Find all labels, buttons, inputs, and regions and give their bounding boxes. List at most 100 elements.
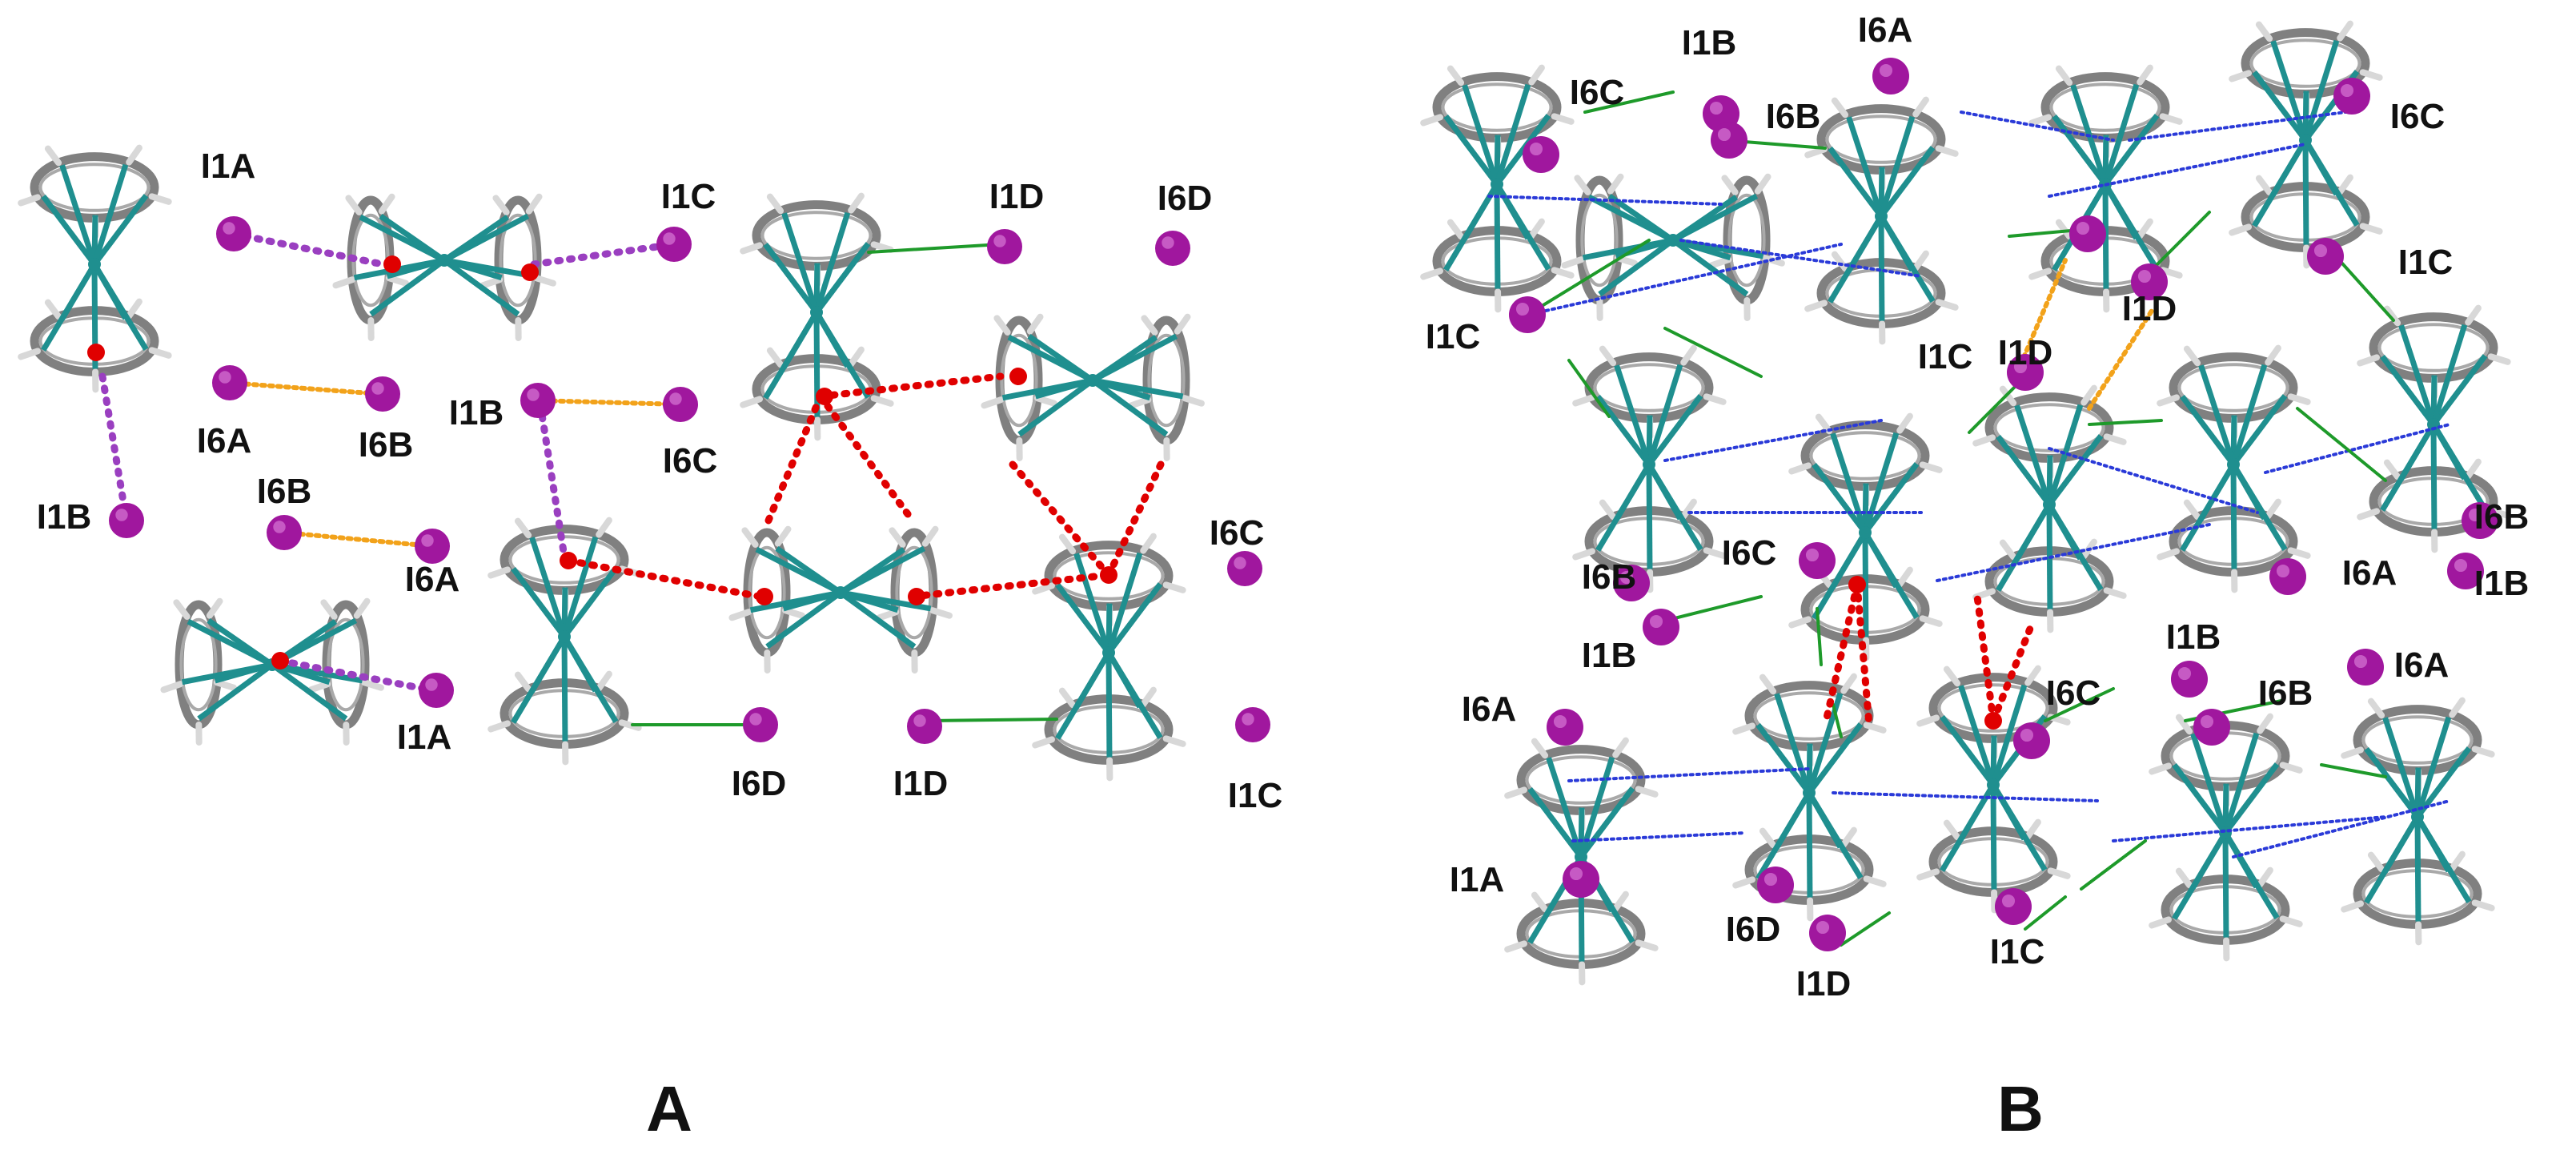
iodine-highlight <box>1162 236 1174 249</box>
fe-c-bond <box>2180 395 2236 467</box>
fe-c-bond <box>2190 831 2229 890</box>
fe-c-bond <box>1106 582 1163 655</box>
fe-c-bond <box>1774 791 1812 850</box>
fe-c-bond <box>2230 463 2267 521</box>
iodine-highlight <box>2137 269 2152 283</box>
iodine-highlight <box>2076 221 2090 235</box>
c-h-bond <box>1420 267 1444 280</box>
c-h-bond <box>618 719 642 731</box>
c-h-bond <box>488 566 512 579</box>
iodine-sphere <box>1155 231 1190 266</box>
c-h-bond <box>1754 173 1772 195</box>
fe-c-bond <box>2198 364 2237 466</box>
c-h-bond <box>876 609 900 621</box>
c-h-bond <box>1972 434 1996 447</box>
c-h-bond <box>2183 499 2201 521</box>
iodine-atom <box>2447 553 2484 589</box>
c-h-bond <box>2449 697 2466 718</box>
c-h-bond <box>1531 891 1549 913</box>
atom-label: I6A <box>1858 10 1912 50</box>
c-h-bond <box>2137 218 2153 239</box>
iodine-sphere <box>109 503 144 538</box>
iodine-sphere <box>663 387 698 422</box>
c-h-bond <box>1919 615 1943 627</box>
c-h-bond <box>1912 96 1929 118</box>
c-h-bond <box>1420 114 1444 127</box>
c-h-bond <box>492 195 510 215</box>
c-h-bond <box>1551 267 1575 279</box>
fe-c-bond <box>781 311 820 369</box>
iodine-highlight <box>2340 83 2354 98</box>
fe-c-bond <box>2230 464 2237 569</box>
iodine-sphere <box>415 529 450 564</box>
c-h-bond <box>2024 665 2041 686</box>
iodine-atom <box>365 376 400 412</box>
iodine-atom <box>2013 722 2050 759</box>
c-h-bond <box>1680 498 1697 520</box>
c-h-bond <box>345 195 363 215</box>
fe-c-bond <box>1646 364 1683 466</box>
ring-centroid <box>756 588 773 605</box>
c-h-bond <box>2341 900 2365 913</box>
c-h-bond <box>2149 762 2173 775</box>
iodine-sphere <box>2307 238 2344 275</box>
iron-atom <box>1987 778 2000 791</box>
h-bond <box>2296 407 2387 482</box>
iodine-highlight <box>1816 920 1830 935</box>
c-h-bond <box>1732 722 1756 735</box>
c-h-bond <box>2357 354 2381 367</box>
atom-label: I6A <box>197 421 251 460</box>
iodine-sphere <box>1523 136 1559 173</box>
c-h-bond <box>2265 498 2281 520</box>
pi-contact <box>1853 581 1873 729</box>
c-h-bond <box>1759 827 1777 849</box>
h-bond <box>2152 211 2211 270</box>
atom-label: I6A <box>405 560 459 599</box>
c-h-bond <box>1561 256 1585 269</box>
atom-label: I6A <box>1462 690 1516 729</box>
iodine-sphere <box>267 515 302 550</box>
panel-label-b: B <box>1997 1073 2044 1144</box>
c-h-bond <box>1943 665 1961 687</box>
c-h-bond <box>2183 345 2201 367</box>
fe-c-bond <box>763 243 819 315</box>
c-h-bond <box>378 193 395 215</box>
c-h-bond <box>2047 867 2071 879</box>
cp-ring-highlight <box>499 213 537 308</box>
fe-c-bond <box>41 195 97 267</box>
iodine-highlight <box>1619 570 1634 585</box>
iodine-atom <box>419 673 454 708</box>
fe-c-bond <box>1846 215 1884 273</box>
cp-ring-highlight <box>1593 363 1705 412</box>
c-h-bond <box>766 347 784 368</box>
c-h-bond <box>1174 313 1191 335</box>
atom-label: I6B <box>257 472 311 511</box>
iodine-atom <box>2069 215 2106 252</box>
c-h-bond <box>1840 673 1857 694</box>
c-h-bond <box>1815 413 1833 435</box>
atom-label: I6B <box>1582 557 1636 597</box>
c-h-bond <box>1703 393 1727 405</box>
iodine-atom <box>415 529 450 564</box>
cp-ring-highlight <box>38 163 150 212</box>
c-h-bond <box>148 347 172 359</box>
h-contact <box>1567 767 1811 782</box>
iodine-atom <box>987 229 1022 264</box>
iodine-contact <box>2015 258 2068 375</box>
iodine-atom <box>2193 709 2230 746</box>
fe-c-bond <box>511 567 567 639</box>
iodine-sphere <box>2013 722 2050 759</box>
iodine-atom <box>1643 609 1679 645</box>
h-contact <box>2128 111 2347 142</box>
fe-c-bond <box>1579 786 1635 859</box>
c-h-bond <box>2255 175 2273 196</box>
atom-label: I1B <box>1682 23 1736 62</box>
fe-c-bond <box>369 258 447 317</box>
c-h-bond <box>2257 867 2273 888</box>
iodine-highlight <box>2013 360 2028 374</box>
h-contact <box>2264 423 2451 474</box>
pi-contact <box>1973 593 1997 725</box>
iodine-highlight <box>223 222 235 235</box>
c-h-bond <box>2055 65 2073 86</box>
c-h-bond <box>1912 250 1929 271</box>
